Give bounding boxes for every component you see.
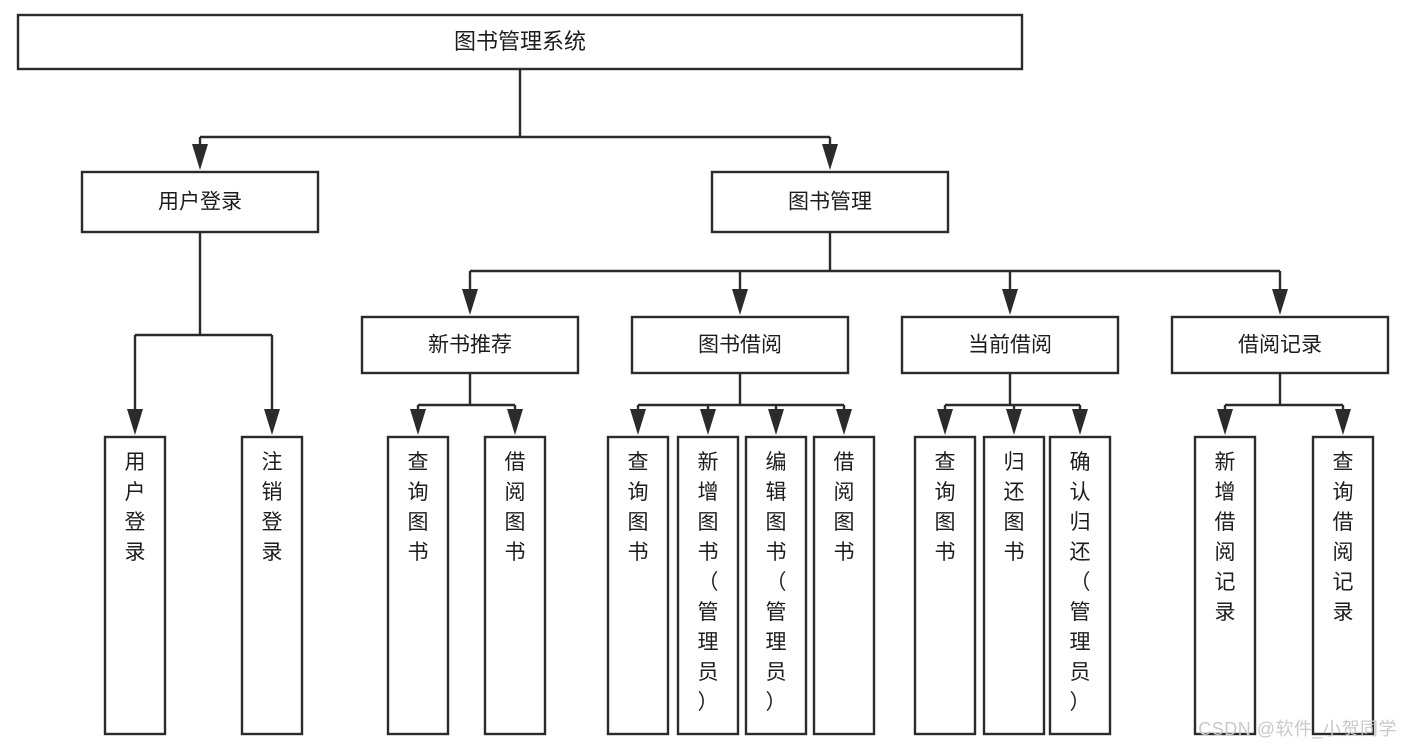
user-login-arrow-head-0 [127,409,143,435]
current-borrow-arrow-head-2 [1072,409,1088,435]
node-box[interactable] [103,435,167,736]
current-borrow-arrow-head-1 [1006,409,1022,435]
node-label: 查询借阅记录 [1333,451,1354,624]
book-manage-arrow-head-1 [732,289,748,315]
node-leaf-confirm-return[interactable]: 确认归还（管理员） [1048,435,1112,736]
node-label: 归还图书 [1004,451,1025,564]
node-label: 图书管理系统 [454,29,586,54]
node-box[interactable] [676,435,740,736]
root-arrow-head-0 [192,144,208,170]
node-leaf-borrow-book-1[interactable]: 借阅图书 [483,435,547,736]
node-leaf-query-record[interactable]: 查询借阅记录 [1311,435,1375,736]
node-box[interactable] [744,435,808,736]
connectors-layer [127,69,1351,435]
node-borrow-record[interactable]: 借阅记录 [1170,315,1390,375]
node-label: 用户登录 [158,191,242,214]
node-label: 确认归还（管理员） [1070,451,1091,714]
node-box[interactable] [483,435,547,736]
node-label: 新增图书（管理员） [698,451,719,714]
node-box[interactable] [1048,435,1112,736]
node-leaf-query-book-1[interactable]: 查询图书 [386,435,450,736]
node-box[interactable] [16,13,1024,71]
node-box[interactable] [386,435,450,736]
node-label: 查询图书 [628,451,649,564]
node-leaf-query-book-2[interactable]: 查询图书 [606,435,670,736]
borrow-record-arrow-head-1 [1335,409,1351,435]
node-leaf-add-book[interactable]: 新增图书（管理员） [676,435,740,736]
node-box[interactable] [982,435,1046,736]
nodes-layer: 图书管理系统用户登录图书管理新书推荐图书借阅当前借阅借阅记录用户登录注销登录查询… [16,13,1390,736]
node-book-manage[interactable]: 图书管理 [710,170,950,234]
node-box[interactable] [710,170,950,234]
node-label: 编辑图书（管理员） [766,451,787,714]
node-box[interactable] [80,170,320,234]
book-manage-arrow-head-2 [1002,289,1018,315]
node-label: 图书借阅 [698,334,782,357]
book-borrow-arrow-head-1 [700,409,716,435]
node-label: 注销登录 [262,451,283,564]
new-book-rec-arrow-head-1 [507,409,523,435]
node-box[interactable] [240,435,304,736]
current-borrow-arrow-head-0 [937,409,953,435]
node-leaf-query-book-3[interactable]: 查询图书 [913,435,977,736]
node-box[interactable] [900,315,1120,375]
node-label: 新增借阅记录 [1215,451,1236,624]
node-label: 借阅记录 [1238,334,1322,357]
book-manage-arrow-head-3 [1272,289,1288,315]
node-leaf-add-record[interactable]: 新增借阅记录 [1193,435,1257,736]
node-new-book-rec[interactable]: 新书推荐 [360,315,580,375]
node-leaf-user-login[interactable]: 用户登录 [103,435,167,736]
node-label: 查询图书 [408,451,429,564]
csdn-watermark: CSDN @软件_小贺同学 [1198,719,1397,739]
node-label: 新书推荐 [428,334,512,357]
node-label: 借阅图书 [834,451,855,564]
node-label: 当前借阅 [968,334,1052,357]
node-box[interactable] [606,435,670,736]
book-borrow-arrow-head-3 [836,409,852,435]
node-leaf-edit-book[interactable]: 编辑图书（管理员） [744,435,808,736]
node-current-borrow[interactable]: 当前借阅 [900,315,1120,375]
node-root[interactable]: 图书管理系统 [16,13,1024,71]
node-box[interactable] [812,435,876,736]
node-book-borrow[interactable]: 图书借阅 [630,315,850,375]
node-label: 借阅图书 [505,451,526,564]
node-label: 查询图书 [935,451,956,564]
book-borrow-arrow-head-0 [630,409,646,435]
node-label: 图书管理 [788,191,872,214]
book-manage-arrow-head-0 [462,289,478,315]
node-leaf-borrow-book-2[interactable]: 借阅图书 [812,435,876,736]
node-box[interactable] [630,315,850,375]
root-arrow-head-1 [822,144,838,170]
book-borrow-arrow-head-2 [768,409,784,435]
new-book-rec-arrow-head-0 [410,409,426,435]
node-box[interactable] [1193,435,1257,736]
node-box[interactable] [1311,435,1375,736]
node-box[interactable] [360,315,580,375]
node-box[interactable] [1170,315,1390,375]
node-box[interactable] [913,435,977,736]
borrow-record-arrow-head-0 [1217,409,1233,435]
node-leaf-return-book[interactable]: 归还图书 [982,435,1046,736]
node-label: 用户登录 [125,451,146,564]
node-user-login[interactable]: 用户登录 [80,170,320,234]
user-login-arrow-head-1 [264,409,280,435]
node-leaf-logout[interactable]: 注销登录 [240,435,304,736]
